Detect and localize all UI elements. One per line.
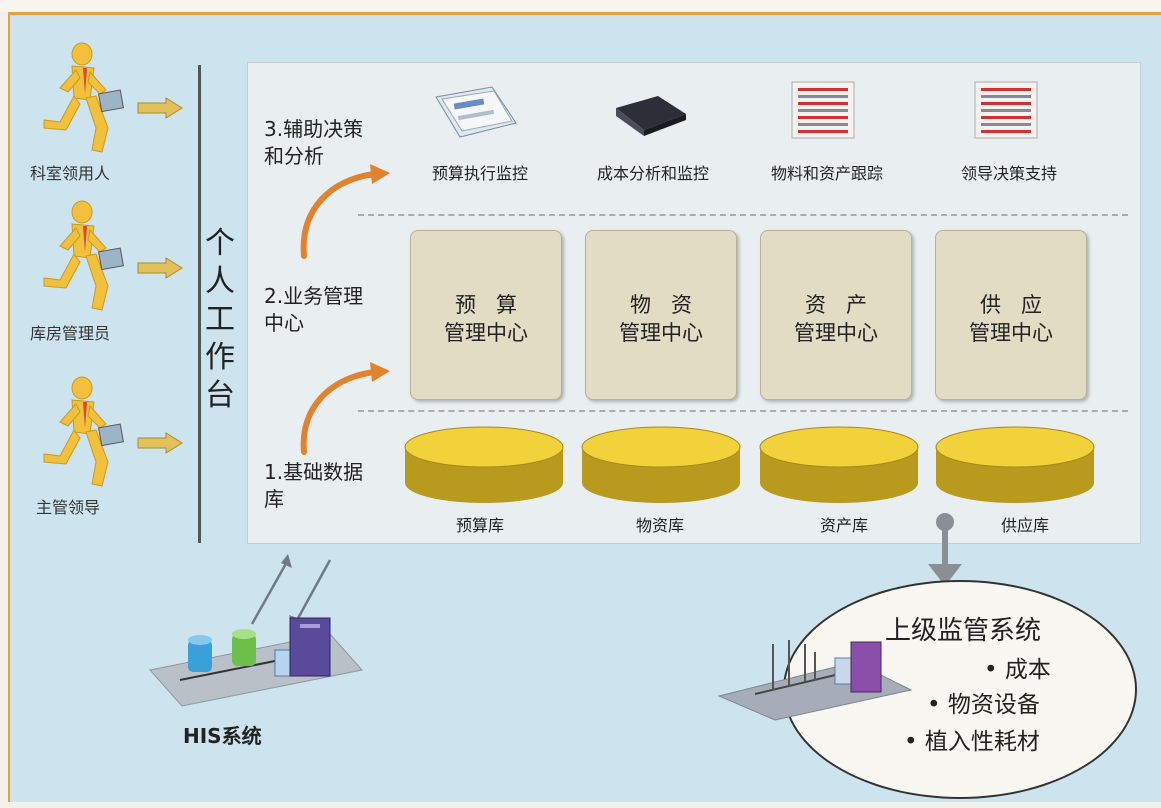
his-network-icon <box>149 617 363 707</box>
center-box-supply: 供应 管理中心 <box>935 230 1087 400</box>
workbench-divider <box>198 65 201 543</box>
workbench-label: 个人工作台 <box>205 226 235 413</box>
module-label-cost-analysis: 成本分析和监控 <box>596 164 709 183</box>
supervision-item: • 物资设备 <box>927 692 1040 718</box>
center-box-subtitle: 管理中心 <box>969 321 1053 345</box>
database-cylinder-icon <box>581 426 741 503</box>
his-system-label: HIS系统 <box>183 724 262 748</box>
right-arrow-icon <box>137 257 183 279</box>
layer-label-line: 2.业务管理 <box>264 284 364 308</box>
center-box-title: 供应 <box>980 293 1062 317</box>
layer-label-decision: 3.辅助决策 和分析 <box>264 116 363 170</box>
layer-label-line: 库 <box>264 487 284 511</box>
down-arrow-icon <box>928 513 962 586</box>
layer-label-line: 中心 <box>264 311 304 335</box>
layer-separator <box>358 214 1128 216</box>
database-label-materials: 物资库 <box>635 516 684 535</box>
center-box-title: 资产 <box>805 293 887 317</box>
report-pages-icon <box>435 86 517 138</box>
module-label-asset-tracking: 物料和资产跟踪 <box>770 164 883 183</box>
list-document-icon <box>791 81 855 139</box>
supervision-title: 上级监管系统 <box>885 616 1042 646</box>
center-box-budget: 预算 管理中心 <box>410 230 562 400</box>
module-label-leader-decision: 领导决策支持 <box>960 164 1057 183</box>
layer-label-line: 1.基础数据 <box>264 460 364 484</box>
running-person-icon <box>43 42 124 153</box>
center-box-subtitle: 管理中心 <box>794 321 878 345</box>
center-box-assets: 资产 管理中心 <box>760 230 912 400</box>
supervision-item: • 植入性耗材 <box>904 729 1040 755</box>
running-person-icon <box>43 200 124 311</box>
top-border <box>0 0 1161 15</box>
role-label-supervisor: 主管领导 <box>36 498 101 517</box>
left-border <box>0 12 10 808</box>
layer-label-line: 和分析 <box>264 144 324 168</box>
role-label-warehouse-manager: 库房管理员 <box>30 324 111 343</box>
right-arrow-icon <box>137 97 183 119</box>
layer-separator <box>358 410 1128 412</box>
layer-label-line: 3.辅助决策 <box>264 117 364 141</box>
database-label-budget: 预算库 <box>455 516 504 535</box>
center-box-subtitle: 管理中心 <box>444 321 528 345</box>
database-cylinder-icon <box>759 426 919 503</box>
center-box-materials: 物资 管理中心 <box>585 230 737 400</box>
database-cylinder-icon <box>404 426 564 503</box>
layer-label-database: 1.基础数据 库 <box>264 459 363 513</box>
role-label-ward-user: 科室领用人 <box>30 164 111 183</box>
running-person-icon <box>43 376 124 487</box>
bottom-border <box>0 802 1161 808</box>
curved-arrow-icon <box>300 362 390 455</box>
curved-arrow-icon <box>300 164 390 259</box>
layer-label-business: 2.业务管理 中心 <box>264 283 363 337</box>
database-label-supply: 供应库 <box>1000 516 1049 535</box>
center-box-title: 预算 <box>455 293 537 317</box>
supervision-network-icon <box>717 640 913 721</box>
notebook-icon <box>616 96 686 136</box>
module-label-budget-monitor: 预算执行监控 <box>431 164 528 183</box>
list-document-icon <box>974 81 1038 139</box>
center-box-subtitle: 管理中心 <box>619 321 703 345</box>
database-label-assets: 资产库 <box>819 516 868 535</box>
database-cylinder-icon <box>935 426 1095 503</box>
center-box-title: 物资 <box>630 293 712 317</box>
right-arrow-icon <box>137 432 183 454</box>
supervision-item: • 成本 <box>984 657 1051 683</box>
